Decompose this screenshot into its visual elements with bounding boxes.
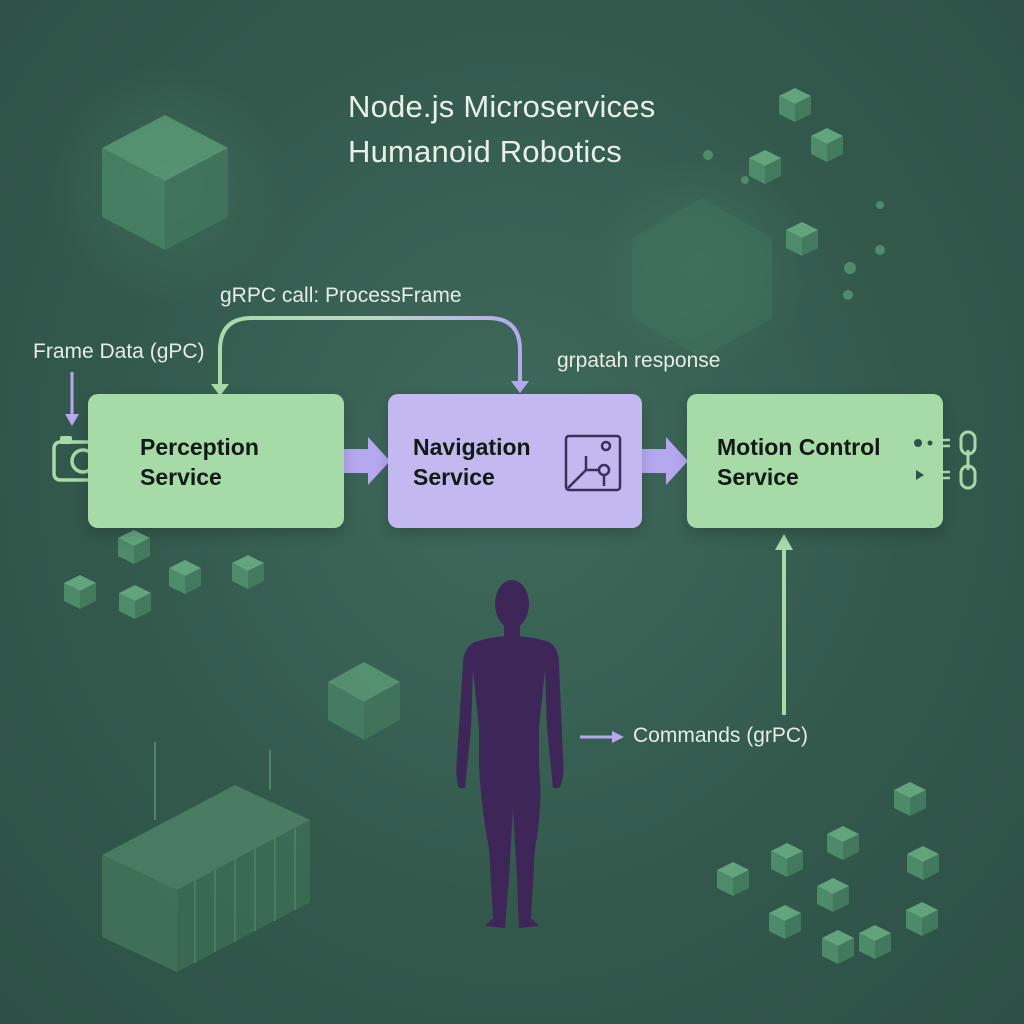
cube-icon bbox=[185, 568, 201, 594]
cube-icon bbox=[822, 938, 838, 964]
cube-icon bbox=[906, 910, 922, 936]
perception-service-title: Perception bbox=[140, 434, 259, 460]
cube-icon bbox=[733, 870, 749, 896]
cube-icon bbox=[859, 933, 875, 959]
motion-control-service-subtitle: Service bbox=[717, 464, 799, 490]
cube-icon bbox=[118, 538, 134, 564]
humanoid-silhouette-icon bbox=[456, 580, 564, 928]
cube-icon bbox=[838, 938, 854, 964]
cube-icon bbox=[765, 158, 781, 184]
title-line-1: Node.js Microservices bbox=[348, 89, 656, 124]
cube-icon bbox=[833, 886, 849, 912]
cube-icon bbox=[910, 790, 926, 816]
commands-label: Commands (grPC) bbox=[633, 724, 809, 747]
cube-icon bbox=[771, 851, 787, 877]
cube-icon bbox=[134, 538, 150, 564]
cube-icon bbox=[785, 913, 801, 939]
cube-icon bbox=[779, 96, 795, 122]
cube-icon bbox=[907, 854, 923, 880]
cube-icon bbox=[894, 790, 910, 816]
cube-icon bbox=[102, 115, 228, 250]
cube-icon bbox=[169, 568, 185, 594]
cube-icon bbox=[817, 886, 833, 912]
title-line-2: Humanoid Robotics bbox=[348, 134, 622, 169]
motion-control-service-title: Motion Control bbox=[717, 434, 881, 460]
cube-icon bbox=[922, 910, 938, 936]
navigation-service-title: Navigation bbox=[413, 434, 531, 460]
cube-icon bbox=[232, 563, 248, 589]
motion-control-service-box[interactable]: Motion Control Service bbox=[687, 394, 943, 528]
grpc-call-label: gRPC call: ProcessFrame bbox=[220, 284, 462, 307]
cube-icon bbox=[787, 851, 803, 877]
cube-icon bbox=[717, 870, 733, 896]
cube-icon bbox=[923, 854, 939, 880]
map-pin-icon bbox=[564, 434, 622, 492]
navigation-service-subtitle: Service bbox=[413, 464, 495, 490]
cube-icon bbox=[749, 158, 765, 184]
shipping-container-icon bbox=[102, 742, 310, 972]
chain-link-icon bbox=[959, 430, 977, 490]
cube-icon bbox=[811, 136, 827, 162]
cube-icon bbox=[875, 933, 891, 959]
navigation-service-box[interactable]: Navigation Service bbox=[388, 394, 642, 528]
cube-icon bbox=[802, 230, 818, 256]
perception-service-box[interactable]: Perception Service bbox=[88, 394, 344, 528]
cube-icon bbox=[248, 563, 264, 589]
cube-icon bbox=[64, 583, 80, 609]
response-label: grpatah response bbox=[557, 349, 721, 372]
cube-icon bbox=[843, 834, 859, 860]
cube-icon bbox=[135, 593, 151, 619]
diagram-title: Node.js Microservices Humanoid Robotics bbox=[348, 84, 655, 174]
cube-icon bbox=[80, 583, 96, 609]
cube-icon bbox=[827, 834, 843, 860]
cube-icon bbox=[795, 96, 811, 122]
cube-icon bbox=[786, 230, 802, 256]
cube-icon bbox=[827, 136, 843, 162]
perception-service-subtitle: Service bbox=[140, 464, 222, 490]
servo-control-icon bbox=[909, 430, 977, 490]
frame-data-label: Frame Data (gPC) bbox=[33, 340, 205, 363]
cube-icon bbox=[769, 913, 785, 939]
cube-icon bbox=[119, 593, 135, 619]
